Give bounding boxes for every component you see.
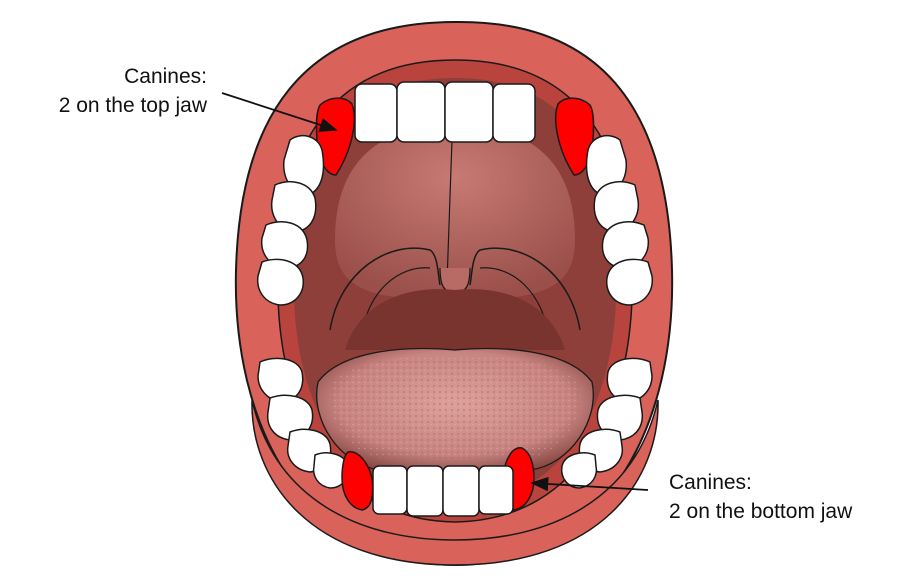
bottom-canines-label: Canines: 2 on the bottom jaw bbox=[669, 468, 852, 526]
top-canine-pointer-arrow bbox=[221, 92, 338, 132]
upper-teeth bbox=[256, 81, 654, 306]
top-canines-title: Canines: bbox=[124, 65, 207, 88]
upper-incisor bbox=[492, 83, 536, 143]
upper-left-canine bbox=[315, 97, 355, 176]
upper-right-canine bbox=[555, 97, 595, 176]
lower-lip bbox=[251, 399, 659, 566]
bottom-canine-pointer-arrow bbox=[530, 476, 649, 492]
tongue bbox=[316, 347, 594, 471]
lower-left-canine bbox=[341, 451, 374, 511]
lower-teeth bbox=[257, 357, 653, 517]
lower-incisor bbox=[372, 465, 408, 515]
upper-incisor bbox=[396, 81, 446, 143]
top-canines-label: Canines: 2 on the top jaw bbox=[59, 62, 207, 120]
lower-incisor bbox=[406, 465, 444, 517]
bottom-canines-title: Canines: bbox=[669, 471, 752, 494]
lower-incisor bbox=[478, 465, 514, 515]
top-canines-detail: 2 on the top jaw bbox=[58, 94, 207, 117]
upper-incisor bbox=[354, 83, 398, 143]
bottom-canines-detail: 2 on the bottom jaw bbox=[669, 500, 853, 523]
upper-incisor bbox=[444, 81, 494, 143]
lower-incisor bbox=[442, 465, 480, 517]
